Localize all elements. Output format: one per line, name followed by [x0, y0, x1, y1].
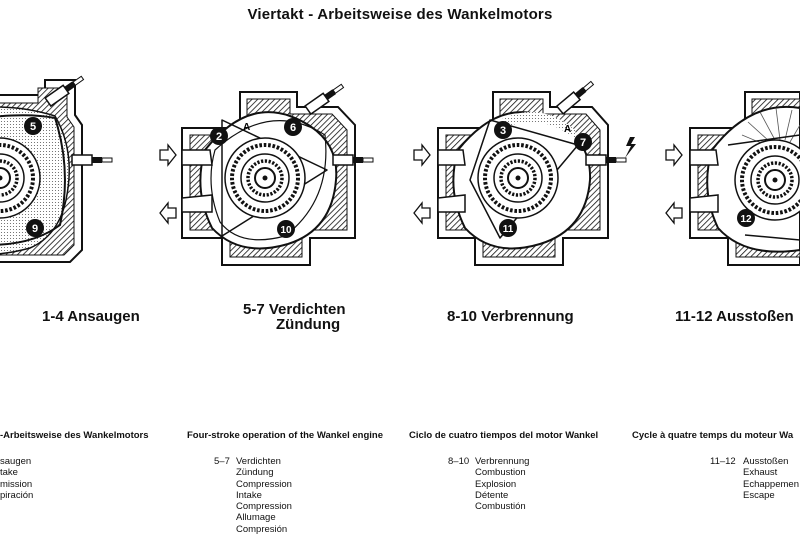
chamber-number: 5: [30, 121, 36, 133]
stage-label: 11-12 Ausstoßen: [675, 308, 794, 325]
chamber-marker: [574, 133, 592, 151]
legend-item: Combustion: [475, 467, 526, 479]
chamber-marker: [737, 209, 755, 227]
legend-item: Verdichten: [236, 456, 281, 467]
legend-item: Verbrennung: [475, 456, 530, 467]
chamber-marker: [494, 121, 512, 139]
legend-item: take: [0, 467, 18, 479]
legend-item: Compression: [236, 501, 292, 513]
chamber-number: 10: [280, 225, 292, 236]
legend-list: saugen take mission piración: [0, 456, 120, 516]
legend-item: Zündung: [236, 467, 274, 479]
diagram-title: Viertakt - Arbeitsweise des Wankelmotors: [247, 6, 553, 23]
legend-item: Allumage: [236, 512, 276, 524]
engine-stage-2: 2 6 10 A: [159, 83, 374, 266]
legend-item: Combustión: [475, 501, 526, 513]
legend-item: Echappemen: [743, 478, 799, 490]
legend-item: Compression: [236, 478, 292, 490]
chamber-number: 7: [580, 137, 586, 149]
chamber-number: 2: [216, 131, 222, 143]
spark-icon: [625, 137, 636, 158]
engine-stage-3: 3 7 11 A: [413, 80, 636, 266]
chamber-marker: [210, 127, 228, 145]
exhaust-arrow-icon: [159, 201, 177, 225]
apex-marker: A: [564, 124, 571, 135]
legend-item: Ausstoßen: [743, 456, 789, 467]
stage-label: 1-4 Ansaugen: [42, 308, 140, 325]
legend-item: Détente: [475, 489, 509, 501]
legend-list: 11–12 Ausstoßen Exhaust Echappemen Escap…: [710, 456, 800, 506]
chamber-number: 6: [290, 122, 296, 134]
legend-number: 11–12: [710, 456, 736, 467]
legend-heading: Ciclo de cuatro tiempos del motor Wankel: [409, 430, 599, 441]
legend-list: 5–7 Verdichten Zündung Compression Intak…: [214, 456, 354, 536]
engine-stage-4: 12: [665, 91, 800, 266]
chamber-number: 3: [500, 125, 506, 137]
exhaust-arrow-icon: [665, 201, 683, 225]
intake-arrow-icon: [413, 143, 431, 167]
intake-arrow-icon: [159, 143, 177, 167]
legend-item: mission: [0, 478, 33, 490]
legend-item: Escape: [743, 489, 775, 501]
chamber-marker: [284, 118, 302, 136]
stage-label: 8-10 Verbrennung: [447, 308, 574, 325]
legend-item: saugen: [0, 456, 32, 467]
legend-heading: -Arbeitsweise des Wankelmotors: [0, 430, 149, 441]
engine-stage-1: 5 9: [0, 75, 113, 263]
chamber-number: 12: [740, 214, 752, 225]
exhaust-arrow-icon: [413, 201, 431, 225]
chamber-marker: [24, 117, 42, 135]
legend-list: 8–10 Verbrennung Combustion Explosion Dé…: [448, 456, 588, 516]
legend-item: Compresión: [236, 523, 288, 535]
legend-heading: Cycle à quatre temps du moteur Wa: [632, 430, 794, 441]
legend-item: Exhaust: [743, 467, 778, 479]
stage-label: 5-7 Verdichten: [243, 301, 346, 318]
intake-arrow-icon: [665, 143, 683, 167]
legend-heading: Four-stroke operation of the Wankel engi…: [187, 430, 383, 441]
stage-label-line2: Zündung: [276, 316, 341, 333]
apex-marker: A: [243, 122, 250, 133]
legend-number: 5–7: [214, 456, 230, 467]
chamber-marker: [26, 219, 44, 237]
legend-item: Explosion: [475, 478, 517, 490]
legend-item: Intake: [236, 489, 262, 501]
chamber-marker: [499, 219, 517, 237]
chamber-marker: [277, 220, 295, 238]
chamber-number: 9: [32, 223, 38, 235]
legend-number: 8–10: [448, 456, 470, 467]
legend-item: piración: [0, 489, 34, 501]
chamber-number: 11: [503, 224, 514, 235]
